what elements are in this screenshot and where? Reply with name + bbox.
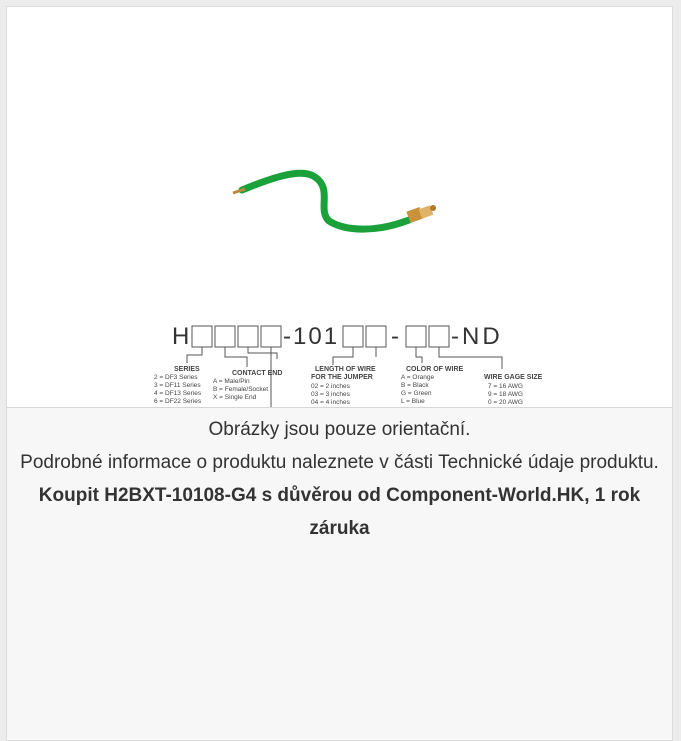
svg-text:CONTACT END: CONTACT END — [232, 370, 282, 377]
caption-disclaimer: Obrázky jsou pouze orientační. — [208, 419, 471, 440]
product-image: H -101 - -ND — [7, 7, 672, 419]
svg-text:7 = 16 AWG: 7 = 16 AWG — [488, 383, 523, 390]
part-code-mid: -101 — [283, 323, 339, 350]
wire-pin-tip — [232, 187, 246, 195]
svg-text:SERIES: SERIES — [174, 366, 200, 373]
connector-illustration — [406, 205, 436, 224]
series-legend: SERIES 2 = DF3 Series 3 = DF11 Series 4 … — [154, 366, 202, 405]
svg-text:2 = DF3 Series: 2 = DF3 Series — [154, 374, 198, 381]
part-code-suffix: -ND — [451, 323, 503, 350]
svg-text:9 = 18 AWG: 9 = 18 AWG — [488, 391, 523, 398]
svg-text:X = Single End: X = Single End — [213, 394, 257, 401]
leader-lines — [186, 347, 503, 419]
svg-text:03 = 3 inches: 03 = 3 inches — [311, 391, 351, 398]
length-legend: LENGTH OF WIRE FOR THE JUMPER 02 = 2 inc… — [311, 366, 376, 406]
product-card: H -101 - -ND — [6, 6, 673, 741]
svg-text:0 = 20 AWG: 0 = 20 AWG — [488, 399, 523, 406]
divider — [7, 407, 672, 408]
svg-text:L = Blue: L = Blue — [401, 398, 425, 405]
svg-text:COLOR OF WIRE: COLOR OF WIRE — [406, 366, 463, 373]
svg-text:4 = DF13 Series: 4 = DF13 Series — [154, 390, 202, 397]
gage-legend: WIRE GAGE SIZE 7 = 16 AWG 9 = 18 AWG 0 =… — [484, 374, 543, 406]
svg-text:WIRE GAGE SIZE: WIRE GAGE SIZE — [484, 374, 543, 381]
svg-text:04 = 4 inches: 04 = 4 inches — [311, 399, 351, 406]
svg-text:02 = 2 inches: 02 = 2 inches — [311, 383, 351, 390]
svg-text:A = Male/Pin: A = Male/Pin — [213, 378, 250, 385]
part-code-dash: - — [391, 323, 399, 350]
svg-text:B = Female/Socket: B = Female/Socket — [213, 386, 268, 393]
image-caption: Obrázky jsou pouze orientační. Podrobné … — [7, 413, 672, 545]
contact-end-legend: CONTACT END A = Male/Pin B = Female/Sock… — [213, 370, 282, 401]
part-code-template: H -101 - -ND — [172, 323, 503, 350]
svg-text:3 = DF11 Series: 3 = DF11 Series — [154, 382, 201, 389]
wire-illustration — [238, 169, 413, 233]
svg-text:B = Black: B = Black — [401, 382, 429, 389]
color-legend: COLOR OF WIRE A = Orange B = Black G = G… — [401, 366, 463, 405]
svg-text:FOR THE JUMPER: FOR THE JUMPER — [311, 374, 373, 381]
caption-buy-text: Koupit H2BXT-10108-G4 s důvěrou od Compo… — [38, 485, 641, 539]
product-diagram: H -101 - -ND — [154, 169, 543, 419]
caption-details: Podrobné informace o produktu naleznete … — [20, 452, 659, 473]
svg-text:6 = DF22 Series: 6 = DF22 Series — [154, 398, 202, 405]
svg-text:G = Green: G = Green — [401, 390, 432, 397]
svg-text:A = Orange: A = Orange — [401, 374, 434, 381]
svg-text:LENGTH OF WIRE: LENGTH OF WIRE — [315, 366, 376, 373]
part-code-prefix: H — [172, 323, 189, 350]
